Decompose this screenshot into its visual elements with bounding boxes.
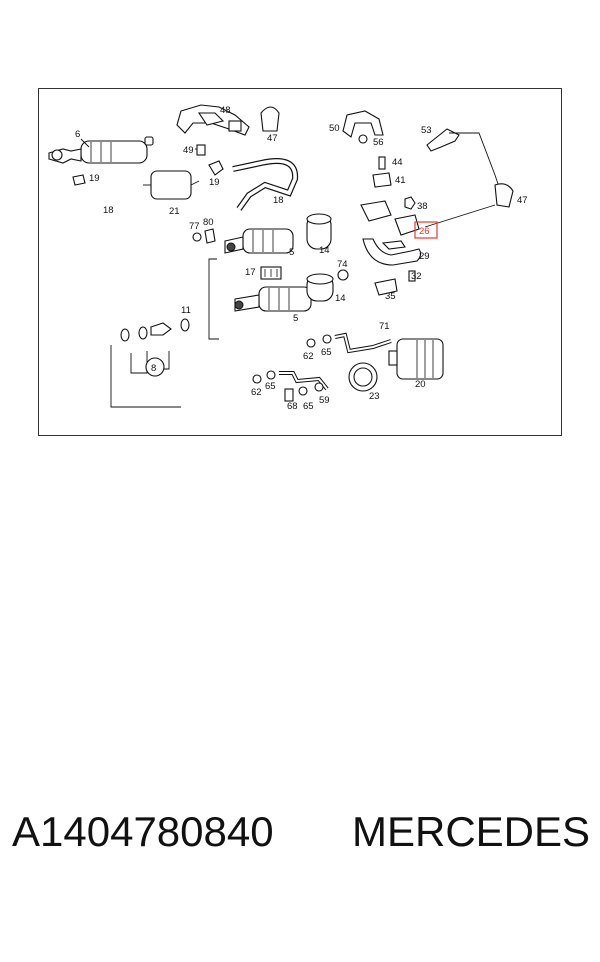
callout-19b: 19 [209,177,220,188]
callout-53: 53 [421,125,432,136]
callout-26-highlight [414,221,438,239]
callout-8: 8 [151,363,156,374]
part-21-filter [143,170,200,200]
callout-26: 26 [419,226,430,237]
part-6-pump [48,136,154,186]
callout-5a: 5 [289,247,294,258]
callout-11: 11 [181,305,191,316]
callout-20: 20 [415,379,426,390]
callout-32: 32 [411,271,422,282]
callout-21: 21 [169,206,180,217]
callout-71: 71 [379,321,390,332]
callout-59: 59 [319,395,330,406]
callout-14a: 14 [319,245,330,256]
callout-65a: 65 [321,347,332,358]
callout-5b: 5 [293,313,298,324]
callout-56: 56 [373,137,384,148]
callout-35: 35 [385,291,396,302]
callout-29: 29 [419,251,430,262]
callout-77: 77 [189,221,200,232]
callout-38: 38 [417,201,428,212]
part-20-accumulator [388,338,444,380]
part-number: A1404780840 [12,808,274,855]
callout-47b: 47 [517,195,528,206]
callout-62b: 62 [251,387,262,398]
callout-62a: 62 [303,351,314,362]
callout-68: 68 [287,401,298,412]
callout-18b: 18 [273,195,284,206]
callout-14b: 14 [335,293,346,304]
callout-44: 44 [392,157,403,168]
parts-diagram-frame: 6 19 18 21 48 49 47 19 18 [38,88,562,436]
callout-50: 50 [329,123,340,134]
callout-65b: 65 [265,381,276,392]
callout-65c: 65 [303,401,314,412]
callout-47a: 47 [267,133,278,144]
part-48-clamp [176,104,250,136]
part-5-pump-lower [234,286,312,312]
callout-18a: 18 [103,205,114,216]
callout-49: 49 [183,145,194,156]
exploded-parts-diagram: 6 19 18 21 48 49 47 19 18 [48,104,528,412]
callout-74: 74 [337,259,348,270]
callout-6: 6 [75,129,80,140]
part-17-connector [260,266,282,280]
part-5-pump-upper [224,228,294,254]
part-50-bracket [342,110,384,138]
part-23-clamp [348,362,378,392]
callout-17: 17 [245,267,256,278]
part-14-sleeve-lower [306,273,334,302]
callout-19a: 19 [89,173,100,184]
callout-23: 23 [369,391,380,402]
part-14-sleeve-upper [306,213,332,250]
callout-48: 48 [220,105,231,116]
callout-41: 41 [395,175,406,186]
brand-name: MERCEDES [352,808,591,855]
callout-80: 80 [203,217,214,228]
part-caption: A1404780840 MERCEDES [12,806,592,858]
